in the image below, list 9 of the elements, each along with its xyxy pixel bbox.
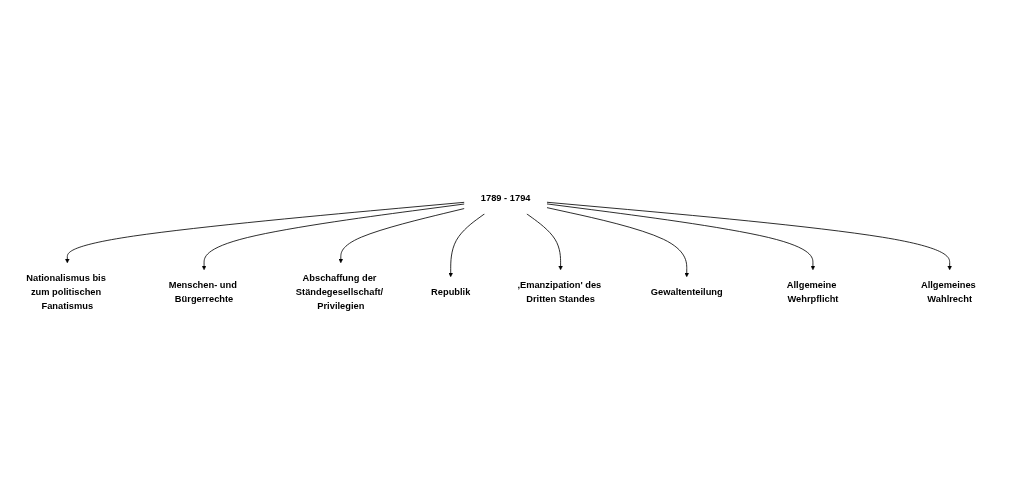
node-text: Nationalismus bis zum politischen Fanatismus <box>26 272 106 311</box>
node-text: ‚Emanzipation' des Dritten Standes <box>517 279 602 304</box>
node-text: 1789 - 1794 <box>480 192 531 204</box>
node-text: Republik <box>431 286 471 297</box>
node-text: Allgemeine Wehrpflicht <box>786 279 839 304</box>
node-text: Allgemeines Wahlrecht <box>920 279 976 304</box>
node-text: Menschen- und Bürgerrechte <box>168 279 237 304</box>
node-text: Gewaltenteilung <box>650 286 723 297</box>
node-text: Abschaffung der Ständegesellschaft/ Privilegien <box>295 272 384 311</box>
